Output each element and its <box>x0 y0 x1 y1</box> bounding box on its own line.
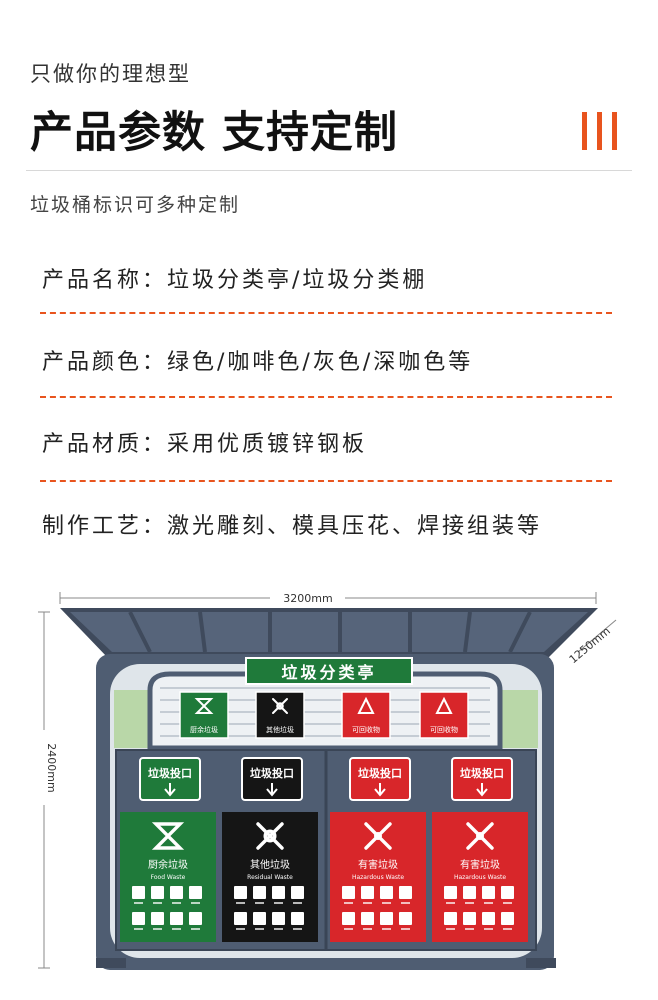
pictogram-icon <box>132 886 145 899</box>
spec-divider <box>40 396 612 398</box>
arch-sign-2: 其他垃圾 <box>255 691 305 739</box>
hazardous-waste-icon <box>364 822 392 850</box>
pictogram-icon <box>342 886 355 899</box>
pictogram-icon <box>444 886 457 899</box>
bin-panel-3: 有害垃圾 Hazardous Waste <box>330 812 426 942</box>
pictogram-icon <box>399 912 412 925</box>
product-illustration: 3200mm 2400mm 1250mm 垃圾分类亭 厨余垃圾其他垃圾可回收物可… <box>38 592 617 970</box>
divider <box>26 170 632 171</box>
pictogram-icon <box>170 886 183 899</box>
width-dimension: 3200mm <box>59 592 597 605</box>
pictogram-icon <box>291 912 304 925</box>
pictogram-icon <box>463 886 476 899</box>
pictogram-icon <box>189 886 202 899</box>
bin-title: 厨余垃圾 <box>148 858 188 871</box>
width-label: 3200mm <box>283 592 332 605</box>
pictogram-icon <box>234 886 247 899</box>
bin-panel-4: 有害垃圾 Hazardous Waste <box>432 812 528 942</box>
slot-label: 垃圾投口 <box>358 766 402 780</box>
pictogram-icon <box>253 886 266 899</box>
arch-sign-label: 可回收物 <box>430 725 458 734</box>
bin-title: 有害垃圾 <box>460 858 500 871</box>
pictogram-icon <box>253 912 266 925</box>
pictogram-icon <box>151 912 164 925</box>
pictogram-icon <box>291 886 304 899</box>
spec-divider <box>40 312 612 314</box>
pictogram-icon <box>151 886 164 899</box>
spec-craft: 制作工艺：激光雕刻、模具压花、焊接组装等 <box>42 514 543 539</box>
pictogram-icon <box>380 912 393 925</box>
slot-2: 垃圾投口 <box>241 757 303 801</box>
arch-sign-label: 可回收物 <box>352 725 380 734</box>
accent-bars-icon <box>582 112 622 152</box>
arch-sign-1: 厨余垃圾 <box>179 691 229 739</box>
pictogram-icon <box>342 912 355 925</box>
pictogram-icon <box>501 912 514 925</box>
residual-waste-icon <box>272 698 288 714</box>
residual-waste-icon <box>256 822 284 850</box>
recyclable-icon <box>357 696 375 714</box>
bin-subtitle: Food Waste <box>151 874 186 881</box>
sign-title: 垃圾分类亭 <box>281 663 376 682</box>
spec-name: 产品名称：垃圾分类亭/垃圾分类棚 <box>42 268 428 293</box>
height-dimension: 2400mm <box>38 611 58 969</box>
pictogram-icon <box>272 886 285 899</box>
customization-note: 垃圾桶标识可多种定制 <box>30 194 241 216</box>
arch-sign-label: 厨余垃圾 <box>190 725 218 734</box>
slot-label: 垃圾投口 <box>460 766 504 780</box>
bin-subtitle: Residual Waste <box>247 874 293 881</box>
slogan: 只做你的理想型 <box>30 62 191 86</box>
pictogram-icon <box>482 912 495 925</box>
food-waste-icon <box>194 698 214 714</box>
slot-label: 垃圾投口 <box>148 766 192 780</box>
pictogram-icon <box>189 912 202 925</box>
pictogram-icon <box>272 912 285 925</box>
sign-board <box>245 657 413 685</box>
spec-divider <box>40 480 612 482</box>
arch-sign-3: 可回收物 <box>341 691 391 739</box>
pictogram-icon <box>444 912 457 925</box>
bin-subtitle: Hazardous Waste <box>352 874 404 881</box>
pictogram-icon <box>380 886 393 899</box>
bin-panel-1: 厨余垃圾 Food Waste <box>120 812 216 942</box>
bin-subtitle: Hazardous Waste <box>454 874 506 881</box>
bin-title: 其他垃圾 <box>250 858 290 871</box>
pictogram-icon <box>463 912 476 925</box>
slot-1: 垃圾投口 <box>139 757 201 801</box>
page-title: 产品参数 支持定制 <box>30 108 398 158</box>
arch-sign-4: 可回收物 <box>419 691 469 739</box>
pictogram-icon <box>170 912 183 925</box>
arch-sign-label: 其他垃圾 <box>266 725 294 734</box>
pictogram-icon <box>361 912 374 925</box>
height-label: 2400mm <box>45 743 58 792</box>
pictogram-icon <box>482 886 495 899</box>
bin-panel-2: 其他垃圾 Residual Waste <box>222 812 318 942</box>
pictogram-icon <box>399 886 412 899</box>
pictogram-icon <box>234 912 247 925</box>
slot-3: 垃圾投口 <box>349 757 411 801</box>
hazardous-waste-icon <box>466 822 494 850</box>
spec-color: 产品颜色：绿色/咖啡色/灰色/深咖色等 <box>42 350 474 375</box>
pictogram-icon <box>132 912 145 925</box>
spec-material: 产品材质：采用优质镀锌钢板 <box>42 432 368 457</box>
slot-label: 垃圾投口 <box>250 766 294 780</box>
bin-title: 有害垃圾 <box>358 858 398 871</box>
pictogram-icon <box>361 886 374 899</box>
pictogram-icon <box>501 886 514 899</box>
slot-4: 垃圾投口 <box>451 757 513 801</box>
recyclable-icon <box>435 696 453 714</box>
food-waste-icon <box>151 822 185 850</box>
